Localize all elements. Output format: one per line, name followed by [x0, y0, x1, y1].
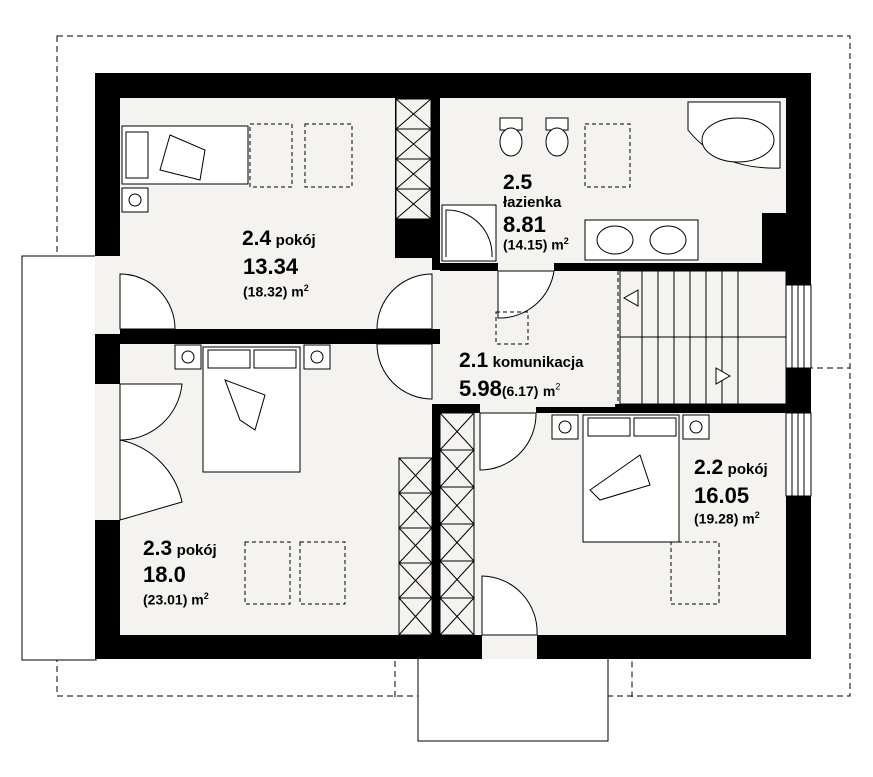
room-2-2-label: 2.2 pokój: [694, 457, 768, 478]
balcony-bottom: [417, 656, 609, 742]
room-2-1-label: 2.1 komunikacja: [459, 350, 584, 371]
room-2-4-area-full: (18.32) m2: [243, 283, 309, 300]
door-gap-bottom: [482, 635, 537, 659]
shaft-upper-hatch: [395, 98, 432, 220]
room-2-3-label: 2.3 pokój: [143, 538, 217, 559]
bathroom-fixtures: [441, 101, 781, 262]
room-2-2-area-full: (19.28) m2: [694, 510, 760, 527]
door-gap-bath: [498, 263, 554, 271]
door-gap-2-3: [432, 344, 440, 404]
room-2-2-area: 16.05: [694, 483, 750, 508]
nightstands: [121, 187, 710, 440]
room-2-5-name: łazienka: [503, 194, 562, 211]
shaft-mid-hatch: [439, 412, 475, 636]
bed-2-3: [202, 346, 301, 473]
room-2-1-area: 5.98: [459, 376, 502, 401]
room-2-3-number: 2.3: [143, 537, 173, 560]
door-gap-left-2: [95, 384, 120, 520]
room-2-5-number: 2.5: [503, 171, 533, 194]
room-2-5-label: 2.5: [503, 172, 532, 193]
room-2-1-name: komunikacja: [492, 354, 584, 371]
room-2-1-number: 2.1: [459, 349, 489, 372]
window-right-upper: [785, 284, 812, 369]
room-2-1-area-line: 5.98(6.17) m2: [459, 376, 561, 401]
room-2-3-area-full: (23.01) m2: [143, 591, 209, 608]
bed-2-4: [121, 125, 249, 185]
room-2-2-number: 2.2: [694, 456, 724, 479]
room-2-4-name: pokój: [275, 232, 316, 249]
wall-h-bath: [440, 263, 786, 271]
wall-v-lower-2: [440, 404, 480, 412]
door-gap-2-2: [480, 404, 536, 413]
room-2-3-area: 18.0: [143, 562, 186, 587]
door-gap-2-4: [432, 270, 440, 329]
room-2-3-name: pokój: [176, 542, 217, 559]
window-right-lower: [785, 412, 812, 497]
doors: [119, 270, 555, 636]
balcony-left: [21, 255, 97, 661]
room-2-5-area: 8.81: [503, 212, 546, 237]
bed-2-2: [582, 414, 680, 543]
shaft-lower-hatch: [398, 457, 433, 636]
room-2-4-label: 2.4 pokój: [242, 228, 316, 249]
staircase: [619, 270, 787, 405]
door-gap-left: [95, 256, 120, 334]
room-2-4-area: 13.34: [243, 254, 299, 279]
wall-bath-notch: [762, 213, 786, 271]
room-2-2-name: pokój: [727, 461, 768, 478]
wall-h-right: [615, 404, 786, 413]
room-2-5-area-full: (14.15) m2: [503, 236, 569, 253]
wall-v-lower: [432, 404, 440, 635]
wall-v-upper: [432, 98, 440, 269]
wall-h-left: [120, 329, 440, 344]
room-2-4-number: 2.4: [242, 227, 272, 250]
dashed-hints: [244, 123, 720, 605]
